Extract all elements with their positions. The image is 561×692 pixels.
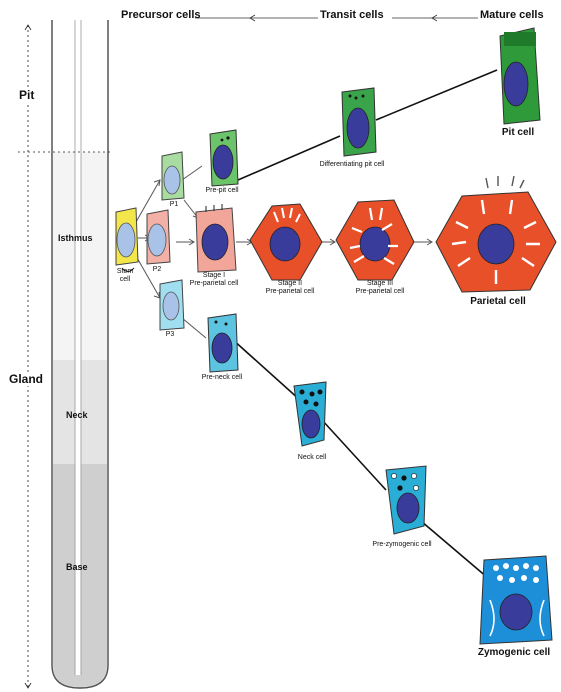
gland-tube — [52, 20, 108, 688]
neck-zone-label: Neck — [66, 410, 88, 420]
neck-cell-label: Neck cell — [298, 454, 326, 462]
zymogenic-cell-label: Zymogenic cell — [478, 647, 550, 658]
stage1-cell — [196, 204, 236, 272]
pre-pit-cell — [210, 130, 238, 186]
pit-label: Pit — [18, 88, 35, 102]
stage2-cell — [250, 204, 322, 280]
p1-label: P1 — [170, 201, 179, 209]
pre-pit-label: Pre-pit cell — [205, 187, 238, 195]
p1-cell — [162, 152, 184, 200]
pre-zymogenic-label: Pre-zymogenic cell — [372, 541, 431, 549]
pre-zymogenic-cell — [386, 466, 426, 534]
stem-cell — [116, 208, 138, 272]
pit-cell-shape — [500, 28, 540, 124]
stage3-cell — [336, 200, 414, 280]
pit-cell-label: Pit cell — [502, 127, 534, 138]
mature-cells-header: Mature cells — [480, 9, 544, 21]
parietal-cell-shape — [436, 176, 556, 292]
p2-cell — [147, 210, 170, 264]
transit-cells-header: Transit cells — [320, 9, 384, 21]
p2-label: P2 — [153, 266, 162, 274]
differentiating-pit-label: Differentiating pit cell — [320, 161, 385, 169]
base-label: Base — [66, 562, 88, 572]
pre-neck-label: Pre-neck cell — [202, 374, 242, 382]
pre-neck-cell — [208, 314, 238, 372]
p3-label: P3 — [166, 331, 175, 339]
p3-cell — [160, 280, 184, 330]
zymogenic-cell-shape — [480, 556, 552, 644]
neck-cell-shape — [294, 382, 326, 446]
gland-label: Gland — [8, 372, 44, 386]
differentiating-pit-cell — [342, 88, 376, 156]
parietal-cell-label: Parietal cell — [470, 296, 526, 307]
isthmus-label: Isthmus — [58, 233, 93, 243]
precursor-cells-header: Precursor cells — [121, 9, 201, 21]
